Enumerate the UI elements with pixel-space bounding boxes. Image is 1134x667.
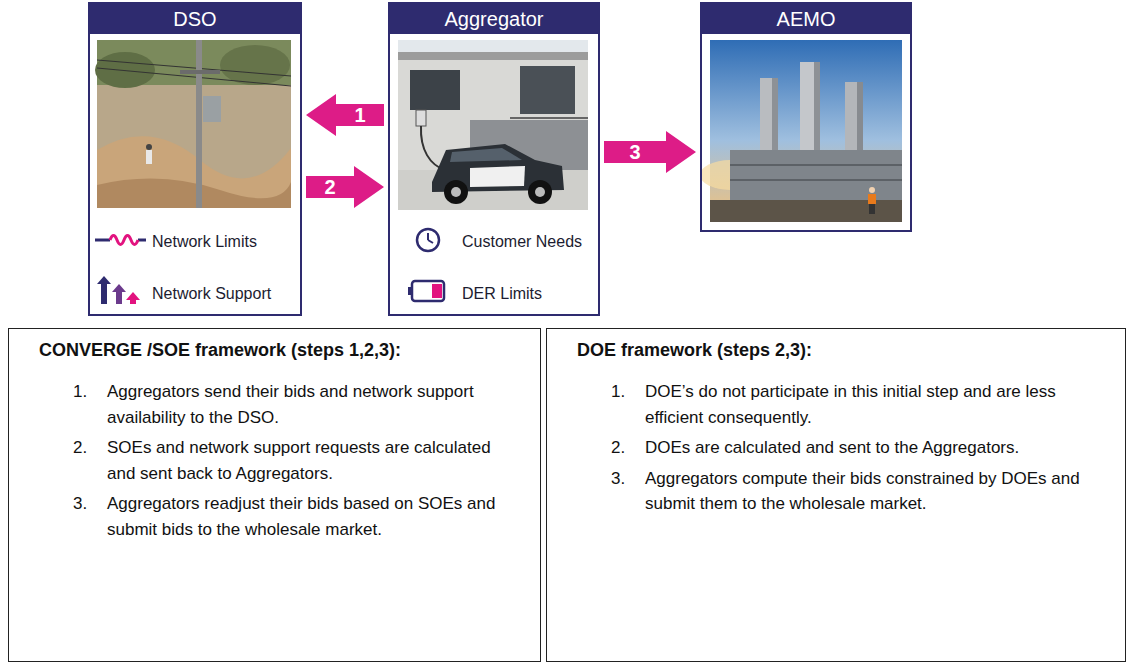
power-plant-photo (730, 164, 902, 166)
power-plant-photo (710, 40, 902, 222)
panel-header: AEMO (702, 4, 910, 34)
entity-panel: AEMO (700, 2, 912, 232)
callout-number: 1 (352, 105, 367, 125)
network-limits-icon (95, 236, 146, 245)
step-text: Aggregators readjust their bids based on… (107, 491, 520, 542)
network-limits-icon (138, 239, 146, 242)
ev-house-photo (398, 40, 588, 210)
icon-label: Network Support (152, 285, 271, 303)
framework-box: CONVERGE /SOE framework (steps 1,2,3): 1.… (8, 328, 541, 662)
dso-photo (97, 136, 291, 208)
battery-icon (432, 284, 442, 298)
ev-house-photo (416, 110, 426, 126)
entity-panel: DSO Network LimitsNetwork Support (88, 2, 302, 316)
ev-house-photo (410, 70, 460, 110)
dso-photo (196, 40, 202, 208)
step-text: DOEs are calculated and sent to the Aggr… (645, 435, 1105, 461)
callout-number: 2 (322, 177, 337, 197)
network-limits-icon (95, 239, 110, 242)
network-support-icon (97, 276, 111, 304)
clock-icon (427, 233, 429, 240)
network-support-icon (97, 276, 140, 304)
network-limits-icon (110, 236, 138, 245)
ev-house-photo (398, 60, 588, 170)
battery-icon (408, 281, 444, 301)
power-plant-photo (730, 179, 902, 181)
entity-panel: AggregatorCustomer NeedsDER Limits (388, 2, 600, 316)
callout-number: 3 (627, 142, 642, 162)
framework-title: DOE framework (steps 2,3): (577, 337, 1105, 364)
ev-house-photo (535, 187, 545, 197)
step-number: 1. (611, 379, 645, 430)
flow-arrow (604, 131, 696, 173)
dso-photo (146, 144, 152, 150)
power-plant-photo (869, 204, 875, 214)
ev-house-photo (444, 180, 468, 204)
dso-photo (97, 60, 291, 76)
step-text: Aggregators compute their bids constrain… (645, 466, 1105, 517)
dso-photo (220, 45, 290, 85)
network-support-icon (126, 292, 140, 304)
panel-header: DSO (90, 4, 300, 34)
step-number: 3. (611, 466, 645, 517)
battery-icon (412, 281, 444, 301)
power-plant-photo (869, 187, 875, 193)
power-plant-photo (730, 150, 902, 202)
ev-house-photo (450, 148, 522, 162)
ev-house-photo (398, 40, 588, 210)
dso-photo (97, 179, 291, 208)
step-number: 1. (73, 379, 107, 430)
dso-photo (95, 52, 155, 88)
step-number: 2. (611, 435, 645, 461)
ev-house-photo (470, 166, 525, 187)
ev-house-photo (398, 52, 588, 60)
dso-photo (180, 70, 220, 74)
step-number: 2. (73, 435, 107, 486)
flow-arrow (306, 166, 384, 208)
icon-label: Network Limits (152, 233, 257, 251)
step-number: 3. (73, 491, 107, 542)
power-plant-photo (700, 40, 902, 222)
dso-photo (146, 150, 152, 164)
clock-icon (417, 229, 439, 251)
dso-photo (95, 40, 291, 208)
ev-house-photo (510, 117, 588, 119)
framework-title: CONVERGE /SOE framework (steps 1,2,3): (39, 337, 520, 364)
icon-label: DER Limits (462, 285, 542, 303)
clock-icon (428, 240, 433, 243)
icon-label: Customer Needs (462, 233, 582, 251)
dso-photo (97, 68, 291, 86)
step-text: SOEs and network support requests are ca… (107, 435, 520, 486)
ev-house-photo (451, 187, 461, 197)
ev-house-photo (528, 180, 552, 204)
panel-header: Aggregator (390, 4, 598, 34)
framework-box: DOE framework (steps 2,3): 1.DOE’s do not… (546, 328, 1126, 662)
power-plant-photo (868, 194, 876, 204)
clock-icon (417, 229, 439, 251)
step-text: DOE’s do not participate in this initial… (645, 379, 1105, 430)
ev-house-photo (520, 66, 575, 114)
step-text: Aggregators send their bids and network … (107, 379, 520, 430)
network-support-icon (112, 284, 126, 304)
dso-photo (203, 96, 221, 122)
flow-arrow (306, 94, 384, 136)
